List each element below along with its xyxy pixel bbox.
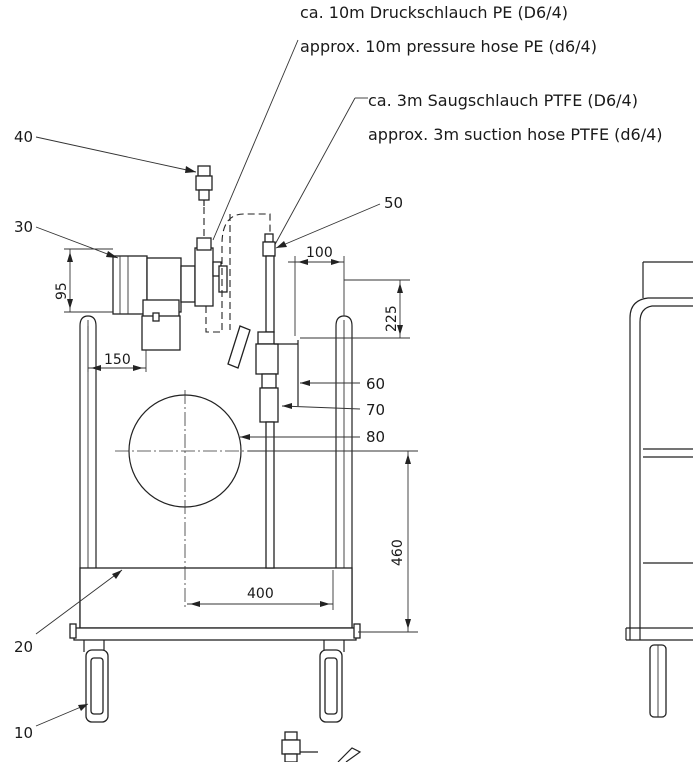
dimension-150: 150 [87, 326, 147, 372]
dim-400-label: 400 [247, 586, 274, 602]
dim-100-label: 100 [306, 245, 333, 261]
dimension-400: 400 [187, 570, 334, 610]
position-40-label: 40 [14, 128, 33, 146]
position-50-leader [275, 203, 381, 249]
position-50-label: 50 [384, 194, 403, 212]
dimension-460: 460 [248, 450, 418, 633]
position-20-leader [35, 569, 123, 635]
dim-460-label: 460 [390, 539, 406, 566]
position-10-label: 10 [14, 724, 33, 742]
suction-hose-leader [271, 97, 356, 251]
position-10-leader [35, 703, 89, 727]
pressure-hose-leader [212, 39, 299, 241]
injection-valve-40 [195, 165, 213, 206]
dosing-pump-30 [112, 237, 228, 351]
position-70-label: 70 [366, 401, 385, 419]
dim-95-label: 95 [54, 282, 70, 300]
trolley-side-view [625, 261, 693, 718]
trolley-front-view [69, 315, 361, 723]
suction-hose-note-en: approx. 3m suction hose PTFE (d6/4) [368, 125, 663, 144]
spare-parts-bottom [281, 731, 362, 762]
dimension-95: 95 [54, 248, 113, 313]
dimension-100: 100 [288, 245, 345, 336]
dim-150-label: 150 [104, 352, 131, 368]
pressure-hose-note-de: ca. 10m Druckschlauch PE (D6/4) [300, 3, 568, 22]
position-30-label: 30 [14, 218, 33, 236]
suction-lance [255, 233, 299, 569]
hanging-strainer [227, 325, 251, 369]
position-20-label: 20 [14, 638, 33, 656]
dim-225-label: 225 [384, 305, 400, 332]
suction-hose-note-de: ca. 3m Saugschlauch PTFE (D6/4) [368, 91, 638, 110]
tray-20 [79, 567, 353, 629]
position-60-label: 60 [366, 375, 385, 393]
position-70-leader [281, 405, 361, 410]
position-40-leader [35, 136, 197, 173]
position-30-leader [35, 226, 119, 259]
canister-80 [115, 390, 256, 608]
position-80-label: 80 [366, 428, 385, 446]
pressure-hose-note-en: approx. 10m pressure hose PE (d6/4) [300, 37, 597, 56]
dimension-225: 225 [300, 279, 410, 339]
